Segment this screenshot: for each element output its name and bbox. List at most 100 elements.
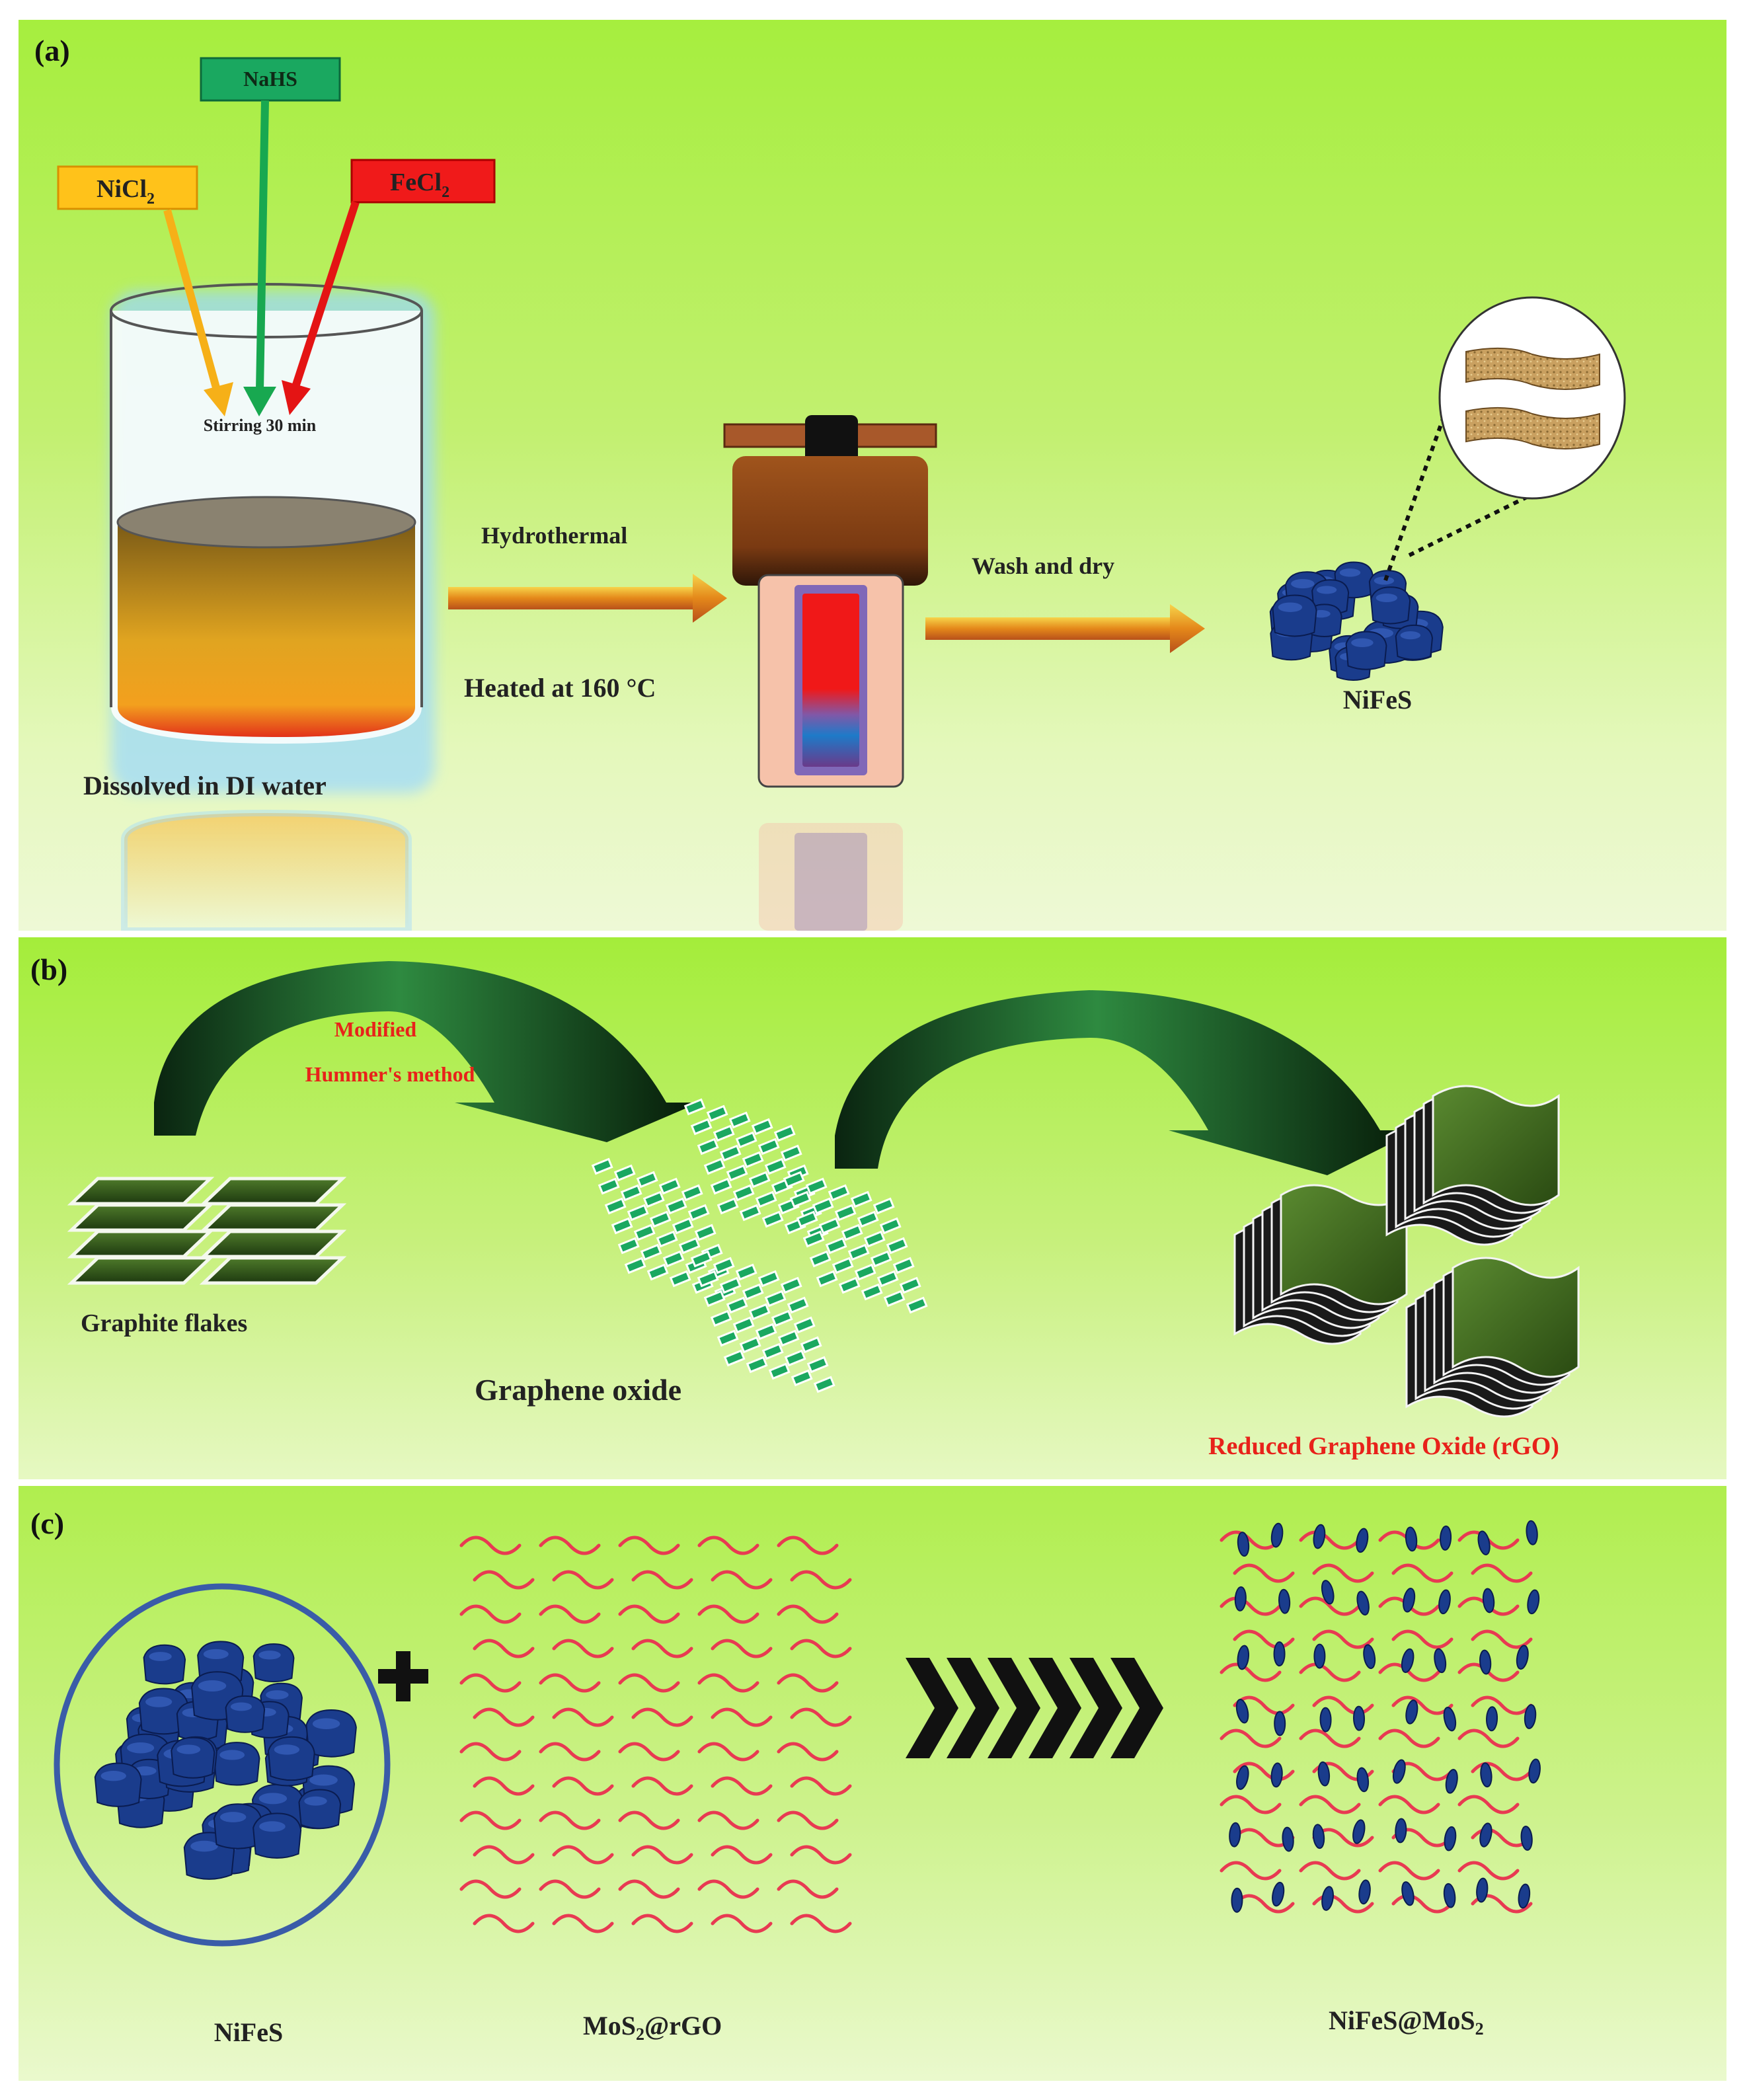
heated-label: Heated at 160 °C — [464, 673, 656, 703]
mos2-wave — [552, 1707, 614, 1727]
composite-particle — [1524, 1704, 1537, 1729]
composite-particle — [1486, 1706, 1498, 1732]
mos2-wave — [790, 1639, 852, 1658]
composite-particle — [1352, 1819, 1366, 1844]
composite-wave — [1378, 1795, 1440, 1814]
composite-wave — [1471, 1629, 1533, 1649]
graphene-oxide-flake — [735, 1263, 757, 1281]
rgo-sheet — [1432, 1085, 1560, 1206]
graphene-oxide-flake — [791, 1369, 813, 1387]
composite-particle — [1526, 1520, 1538, 1545]
graphene-oxide-flake — [703, 1157, 726, 1175]
composite-particle — [1405, 1526, 1418, 1552]
graphene-oxide-flake — [755, 1190, 777, 1208]
nifes-particle — [225, 1695, 266, 1733]
panel-c: (c) NiFeS MoS2@rGO NiFeS@MoS2 — [19, 1486, 1726, 2081]
composite-wave — [1299, 1596, 1361, 1616]
graphene-oxide-flake — [726, 1296, 748, 1314]
mos2-wave — [697, 1742, 759, 1762]
composite-wave — [1220, 1596, 1282, 1616]
composite-wave — [1220, 1861, 1282, 1881]
graphene-oxide-flake — [697, 1138, 719, 1155]
graphene-oxide-flake — [816, 1270, 838, 1288]
svg-text:MoS2@rGO: MoS2@rGO — [583, 2011, 722, 2044]
svg-text:NiFeS@MoS2: NiFeS@MoS2 — [1329, 2005, 1484, 2039]
panel-b-tag: (b) — [30, 953, 67, 986]
graphene-oxide-flake — [640, 1243, 662, 1261]
graphene-oxide-flake — [719, 1144, 742, 1162]
nifes-particle — [143, 1644, 186, 1685]
graphene-oxide-flake — [591, 1157, 613, 1175]
composite-particle — [1401, 1648, 1415, 1673]
composite-particle — [1321, 1886, 1334, 1911]
rgo-stacks — [1233, 1085, 1580, 1418]
nanosheet-bottom — [1465, 407, 1600, 449]
graphene-oxide-flake — [728, 1111, 751, 1129]
arch-arrow-reduction — [835, 990, 1417, 1175]
graphene-oxide-flake — [694, 1224, 717, 1241]
composite-wave — [1299, 1530, 1361, 1550]
graphene-oxide-flake — [636, 1171, 658, 1188]
composite-particle — [1356, 1528, 1369, 1553]
composite-wave — [1299, 1729, 1361, 1748]
panel-c-drawing: (c) NiFeS MoS2@rGO NiFeS@MoS2 — [30, 1506, 1541, 2047]
composite-particle — [1479, 1649, 1492, 1675]
composite-wave — [1233, 1894, 1295, 1914]
nahs-reagent-box: NaHS — [200, 57, 341, 102]
mos2-wave — [539, 1810, 601, 1830]
composite-particle — [1274, 1711, 1286, 1736]
graphene-oxide-flake — [665, 1197, 687, 1215]
plus-icon — [378, 1651, 428, 1701]
chevron-icon — [906, 1658, 958, 1758]
nifes-particle — [267, 1736, 315, 1781]
composite-particle — [1317, 1761, 1331, 1787]
mos2-rgo-label: MoS — [583, 2011, 636, 2041]
graphene-oxide-flake — [899, 1276, 921, 1294]
wash-dry-arrow — [925, 604, 1205, 653]
hydrothermal-arrow — [448, 574, 727, 623]
nifes-particle — [1272, 594, 1317, 637]
mos2-wave — [777, 1604, 839, 1624]
nifes-particle — [171, 1736, 215, 1779]
chevron-arrow-icon — [906, 1658, 1163, 1758]
nifes-particle — [1370, 586, 1411, 625]
graphene-oxide-flake — [735, 1131, 757, 1149]
graphite-flake — [199, 1256, 347, 1285]
nifes-circle — [54, 1583, 391, 1947]
composite-wave — [1233, 1629, 1295, 1649]
fecl2-reagent-box: FeCl2 — [350, 159, 496, 204]
mos2-wave — [459, 1879, 522, 1899]
composite-particle — [1516, 1645, 1529, 1670]
composite-particle — [1229, 1822, 1241, 1847]
graphite-flake — [199, 1203, 347, 1232]
graphene-oxide-flake — [876, 1270, 899, 1288]
mos2-wave — [539, 1536, 601, 1555]
svg-text:FeCl2: FeCl2 — [390, 169, 449, 201]
panel-a: (a) NaHS NiCl2 FeCl2 — [19, 20, 1726, 931]
composite-particle — [1518, 1883, 1531, 1909]
composite-particle — [1278, 1588, 1291, 1614]
graphene-oxide-flake — [723, 1349, 746, 1367]
mos2-wave — [697, 1810, 759, 1830]
composite-wave — [1299, 1861, 1361, 1881]
composite-wave — [1220, 1795, 1282, 1814]
chevron-icon — [1028, 1658, 1081, 1758]
composite-wave — [1233, 1762, 1295, 1781]
composite-wave — [1391, 1894, 1454, 1914]
graphene-oxide-flake — [713, 1257, 735, 1274]
composite-particle — [1445, 1769, 1458, 1794]
composite-particle — [1272, 1881, 1285, 1907]
hydrothermal-label: Hydrothermal — [481, 522, 627, 549]
composite-particle — [1434, 1648, 1447, 1674]
nifes-particle — [252, 1812, 302, 1859]
mos2-wave — [631, 1845, 693, 1865]
rgo-label: Reduced Graphene Oxide (rGO) — [1208, 1432, 1559, 1460]
graphene-oxide-flake — [611, 1217, 633, 1235]
composite-particle — [1235, 1699, 1249, 1724]
composite-particle — [1443, 1883, 1456, 1908]
composite-wave — [1299, 1795, 1361, 1814]
graphene-oxide-flake — [812, 1197, 834, 1215]
graphene-oxide-flake — [717, 1329, 739, 1347]
mos2-wave — [711, 1639, 773, 1658]
composite-wave — [1378, 1861, 1440, 1881]
